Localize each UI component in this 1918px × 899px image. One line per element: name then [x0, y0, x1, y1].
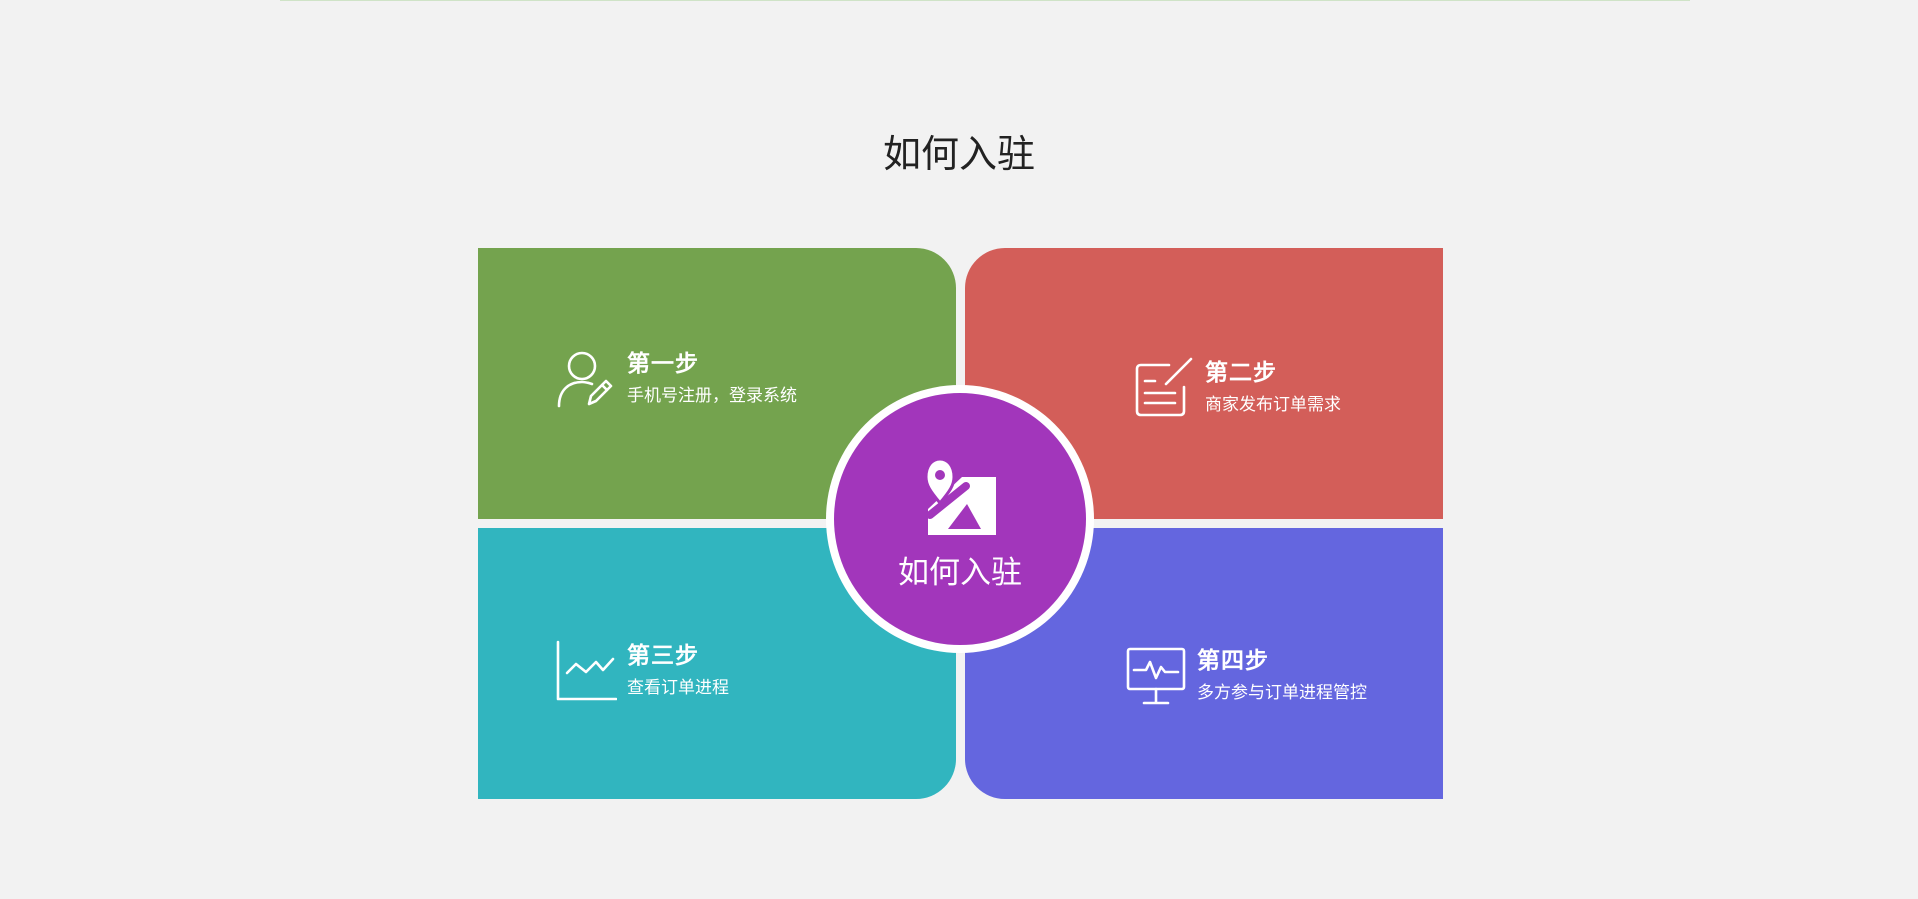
- step-1-description: 手机号注册，登录系统: [627, 386, 797, 406]
- center-badge-inner: 如何入驻: [834, 393, 1086, 645]
- page-title: 如何入驻: [882, 132, 1035, 176]
- step-3-title: 第三步: [627, 643, 699, 669]
- step-2-text: 第二步 商家发布订单需求: [1205, 357, 1341, 419]
- center-label: 如何入驻: [898, 555, 1022, 591]
- map-pin-icon: [926, 459, 996, 537]
- step-3-text: 第三步 查看订单进程: [627, 640, 729, 702]
- step-3: 第三步 查看订单进程: [555, 640, 729, 702]
- step-2-title: 第二步: [1205, 360, 1277, 386]
- step-3-description: 查看订单进程: [627, 678, 729, 698]
- line-chart-icon: [555, 640, 617, 702]
- step-1: 第一步 手机号注册，登录系统: [555, 348, 797, 410]
- monitor-pulse-icon: [1125, 645, 1187, 707]
- top-divider: [280, 0, 1690, 1]
- step-4-title: 第四步: [1197, 648, 1269, 674]
- step-1-text: 第一步 手机号注册，登录系统: [627, 348, 797, 410]
- document-edit-icon: [1133, 357, 1195, 419]
- step-4-description: 多方参与订单进程管控: [1197, 683, 1367, 703]
- step-2-description: 商家发布订单需求: [1205, 395, 1341, 415]
- step-1-title: 第一步: [627, 351, 699, 377]
- step-2: 第二步 商家发布订单需求: [1133, 357, 1341, 419]
- user-edit-icon: [555, 348, 617, 410]
- center-badge: 如何入驻: [826, 385, 1094, 653]
- step-4: 第四步 多方参与订单进程管控: [1125, 645, 1367, 707]
- step-4-text: 第四步 多方参与订单进程管控: [1197, 645, 1367, 707]
